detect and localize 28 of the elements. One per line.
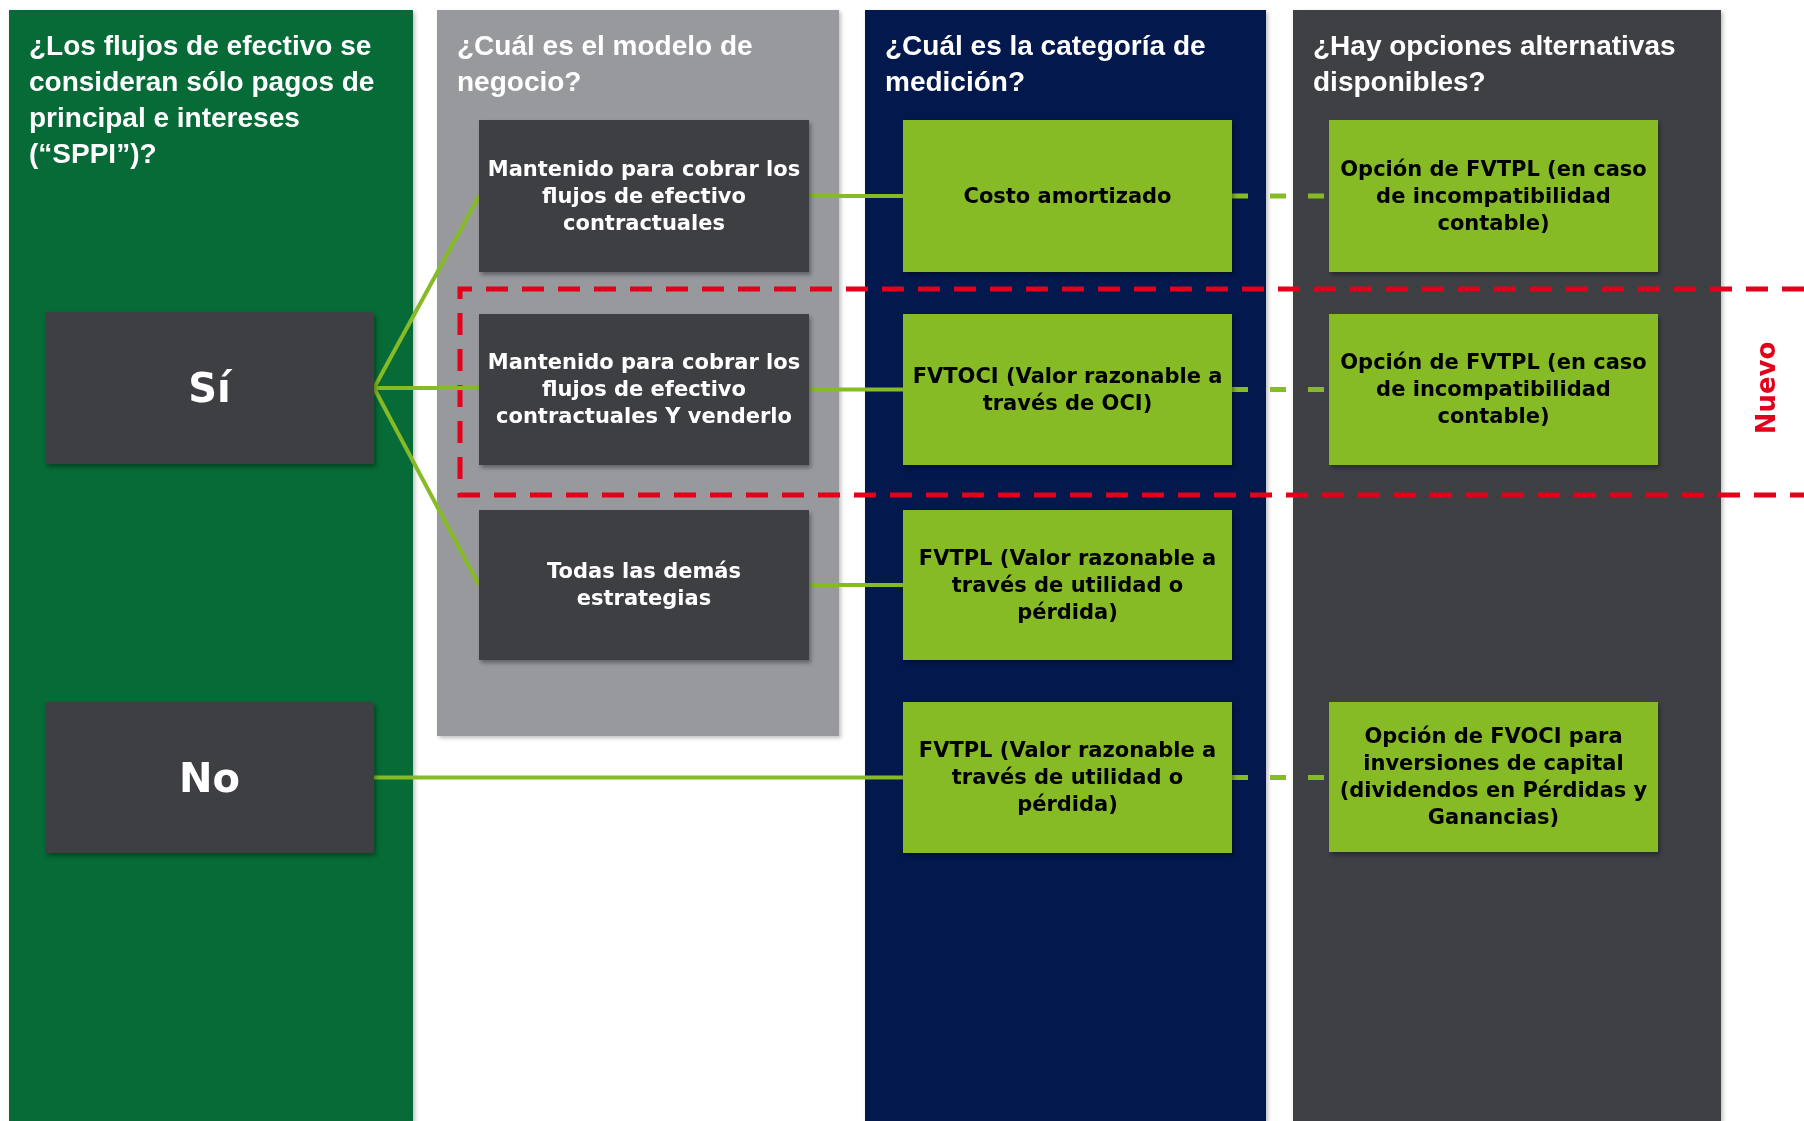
connector-line <box>809 583 903 587</box>
connector-line <box>372 387 481 586</box>
column-panel <box>9 10 413 1121</box>
column-heading: ¿Hay opciones alternativas disponibles? <box>1313 29 1677 99</box>
answer-box: Sí <box>45 312 374 464</box>
connector-line <box>372 195 481 389</box>
column-heading: ¿Cuál es el modelo de negocio? <box>457 29 754 99</box>
category-box: Opción de FVOCI para inversiones de capital (dividendos en Pérdidas y Ganancias) <box>1329 702 1658 852</box>
answer-box: No <box>45 702 374 853</box>
column-panel <box>437 10 839 736</box>
column-panel <box>1293 10 1721 1121</box>
connector-line <box>374 775 903 780</box>
connector-line <box>374 386 479 390</box>
category-box: Costo amortizado <box>903 120 1232 272</box>
column-panel <box>865 10 1266 1121</box>
column-heading: ¿Cuál es la categoría de medición? <box>885 29 1207 99</box>
category-box: Opción de FVTPL (en caso de incompatibilidad contable) <box>1329 120 1658 272</box>
connector-line <box>809 387 903 392</box>
category-box: FVTPL (Valor razonable a través de utilidad o pérdida) <box>903 510 1232 660</box>
process-box: Mantenido para cobrar los flujos de efectivo contractuales <box>479 120 809 272</box>
category-box: Opción de FVTPL (en caso de incompatibilidad contable) <box>1329 314 1658 465</box>
process-box: Mantenido para cobrar los flujos de efectivo contractuales Y venderlo <box>479 314 809 465</box>
new-label: Nuevo <box>1751 341 1781 435</box>
column-heading: ¿Los flujos de efectivo se consideran sólo pagos de principal e intereses (“SPPI”)? <box>29 29 376 171</box>
category-box: FVTPL (Valor razonable a través de utilidad o pérdida) <box>903 702 1232 853</box>
category-box: FVTOCI (Valor razonable a través de OCI) <box>903 314 1232 465</box>
process-box: Todas las demás estrategias <box>479 510 809 660</box>
connector-line <box>809 194 903 198</box>
